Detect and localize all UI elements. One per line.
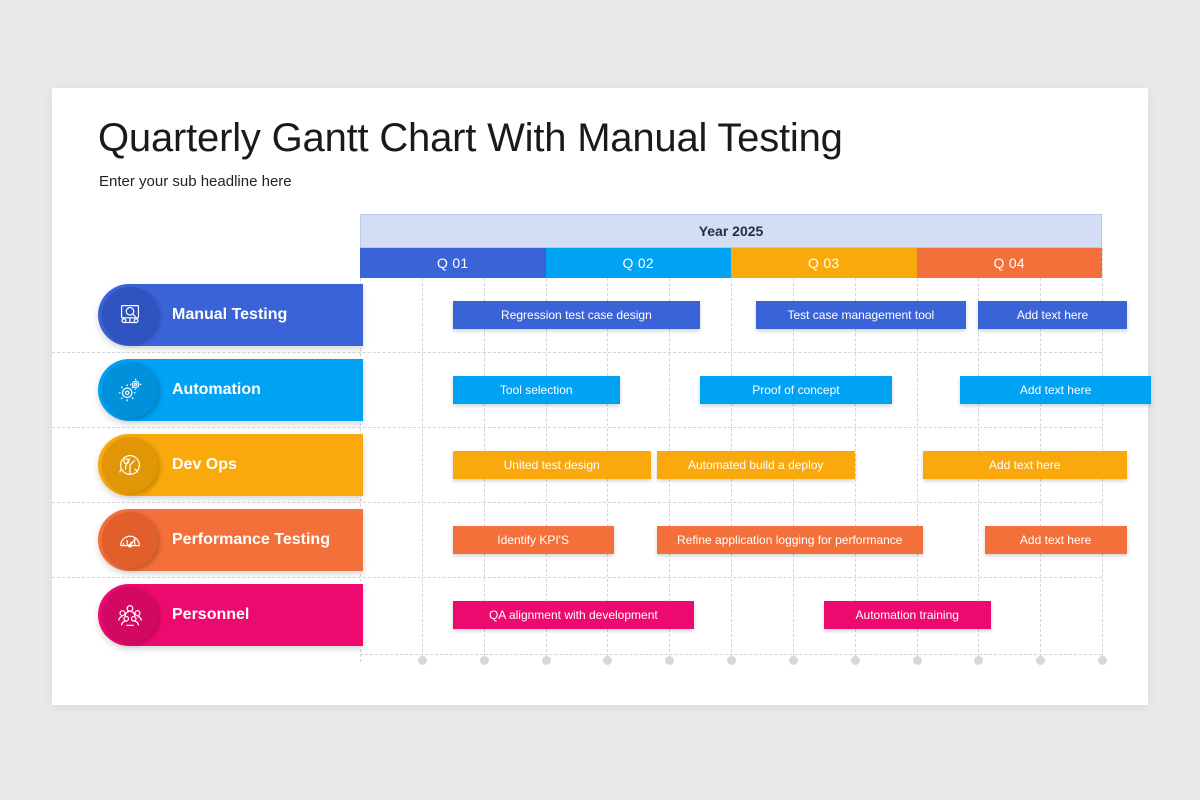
task-bar-label: Refine application logging for performan… <box>677 533 903 547</box>
row-separator-2 <box>52 427 1102 428</box>
year-header: Year 2025 <box>360 214 1102 248</box>
gridline-dot-2 <box>479 656 489 665</box>
task-bar[interactable]: QA alignment with development <box>452 601 694 629</box>
year-label: Year 2025 <box>698 223 764 239</box>
gridline-dot-9 <box>912 656 922 665</box>
page-subtitle: Enter your sub headline here <box>99 173 292 190</box>
gridline-month-9 <box>916 248 918 662</box>
task-bar-label: Automated build a deploy <box>688 458 824 472</box>
people-group-icon <box>102 587 158 643</box>
task-bar[interactable]: Regression test case design <box>452 301 701 329</box>
task-bar[interactable]: Refine application logging for performan… <box>656 526 923 554</box>
task-bar-label: Add text here <box>1016 308 1089 322</box>
task-bar[interactable]: Test case management tool <box>755 301 966 329</box>
quarter-header-2[interactable]: Q 02 <box>545 248 731 278</box>
task-bar-label: Add text here <box>1019 383 1092 397</box>
gridline-month-8 <box>854 248 856 662</box>
task-bar[interactable]: United test design <box>452 451 651 479</box>
row-label-text: Dev Ops <box>172 456 237 473</box>
gridline-dot-7 <box>788 656 798 665</box>
gridline-dot-5 <box>665 656 675 665</box>
task-bar[interactable]: Identify KPI'S <box>452 526 614 554</box>
task-bar-label: QA alignment with development <box>488 608 658 622</box>
row-label-text: Personnel <box>172 606 250 623</box>
task-bar[interactable]: Automated build a deploy <box>656 451 855 479</box>
row-label-performance-testing[interactable]: Performance Testing <box>98 509 363 571</box>
devops-gear-icon <box>102 437 158 493</box>
gridline-dot-6 <box>727 656 736 665</box>
task-bar-label: United test design <box>503 458 600 472</box>
row-separator-1 <box>52 352 1102 353</box>
task-bar[interactable]: Add text here <box>984 526 1127 554</box>
row-label-automation[interactable]: Automation <box>98 359 363 421</box>
task-bar[interactable]: Tool selection <box>452 376 620 404</box>
gridline-month-1 <box>421 248 423 662</box>
quarter-label: Q 04 <box>993 255 1026 271</box>
quarter-header-3[interactable]: Q 03 <box>731 248 917 278</box>
task-bar-label: Test case management tool <box>787 308 935 322</box>
quarter-label: Q 03 <box>807 255 840 271</box>
task-bar[interactable]: Add text here <box>978 301 1127 329</box>
task-bar-label: Add text here <box>1019 533 1092 547</box>
task-bar-label: Add text here <box>989 458 1061 472</box>
performance-meter-icon <box>102 512 158 568</box>
gridline-dot-12 <box>1098 656 1107 665</box>
quarter-header-row: Q 01 Q 02 Q 03 Q 04 <box>360 248 1102 278</box>
gears-automation-icon <box>102 362 158 418</box>
row-separator-4 <box>52 577 1102 578</box>
task-bar[interactable]: Add text here <box>959 376 1152 404</box>
quarter-label: Q 02 <box>622 255 655 271</box>
gridline-dot-1 <box>417 656 427 665</box>
gridline-dot-4 <box>603 656 613 665</box>
row-label-personnel[interactable]: Personnel <box>98 584 363 646</box>
row-label-text: Automation <box>172 381 261 398</box>
task-bar-label: Regression test case design <box>501 308 652 322</box>
quarter-header-4[interactable]: Q 04 <box>916 248 1102 278</box>
row-label-text: Performance Testing <box>172 531 330 548</box>
gridline-dot-8 <box>850 656 860 665</box>
page-title: Quarterly Gantt Chart With Manual Testin… <box>98 116 843 160</box>
row-label-manual-testing[interactable]: Manual Testing <box>98 284 363 346</box>
row-label-dev-ops[interactable]: Dev Ops <box>98 434 363 496</box>
task-bar-label: Tool selection <box>499 383 573 397</box>
task-bar[interactable]: Add text here <box>922 451 1127 479</box>
gridline-dot-3 <box>541 656 551 665</box>
slide-card: Quarterly Gantt Chart With Manual Testin… <box>52 88 1152 705</box>
task-bar[interactable]: Automation training <box>823 601 991 629</box>
chart-baseline <box>360 654 1102 655</box>
gridline-dot-10 <box>974 656 984 665</box>
task-bar-label: Automation training <box>855 608 959 622</box>
gridline-dot-11 <box>1036 656 1046 665</box>
row-label-text: Manual Testing <box>172 306 288 323</box>
row-separator-3 <box>52 502 1102 503</box>
gantt-chart: Year 2025 Q 01 Q 02 Q 03 Q 04 Manual Testin… <box>52 88 1152 705</box>
quarter-header-1[interactable]: Q 01 <box>360 248 546 278</box>
task-bar[interactable]: Proof of concept <box>700 376 892 404</box>
task-bar-label: Identify KPI'S <box>497 533 569 547</box>
magnifier-testing-icon <box>102 287 158 343</box>
quarter-label: Q 01 <box>436 255 469 271</box>
task-bar-label: Proof of concept <box>752 383 840 397</box>
